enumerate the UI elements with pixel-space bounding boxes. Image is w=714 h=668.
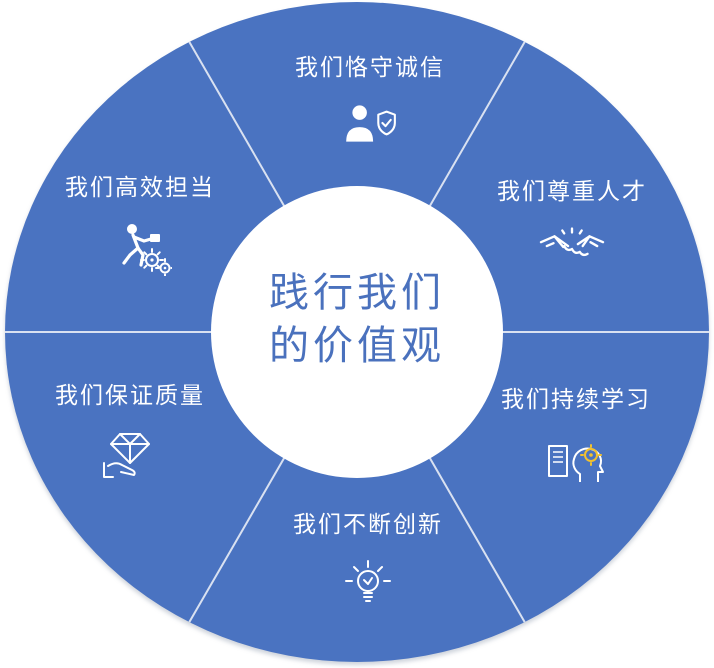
book-head-icon: [546, 434, 606, 484]
sector-label: 我们保证质量: [55, 383, 205, 409]
sector-learning: 我们持续学习: [501, 380, 651, 484]
handshake-icon: [539, 226, 605, 270]
lightbulb-icon: [344, 559, 392, 613]
sector-talent: 我们尊重人才: [497, 172, 647, 270]
sector-label: 我们恪守诚信: [295, 55, 445, 81]
person-shield-icon: [341, 102, 399, 144]
center-title-line2: 的价值观: [269, 323, 445, 369]
sector-label: 我们持续学习: [501, 387, 651, 413]
hand-diamond-icon: [102, 430, 158, 480]
sector-label: 我们不断创新: [293, 512, 443, 538]
runner-gears-icon: [108, 222, 172, 276]
sector-innovation: 我们不断创新: [293, 505, 443, 613]
sector-efficiency: 我们高效担当: [65, 168, 215, 276]
center-title: 践行我们 的价值观: [269, 267, 445, 373]
sector-label: 我们尊重人才: [497, 179, 647, 205]
center-title-line1: 践行我们: [269, 270, 445, 317]
sector-label: 我们高效担当: [65, 175, 215, 201]
center-hub-circle: [211, 186, 503, 478]
sector-quality: 我们保证质量: [55, 376, 205, 480]
sector-integrity: 我们恪守诚信: [295, 48, 445, 144]
